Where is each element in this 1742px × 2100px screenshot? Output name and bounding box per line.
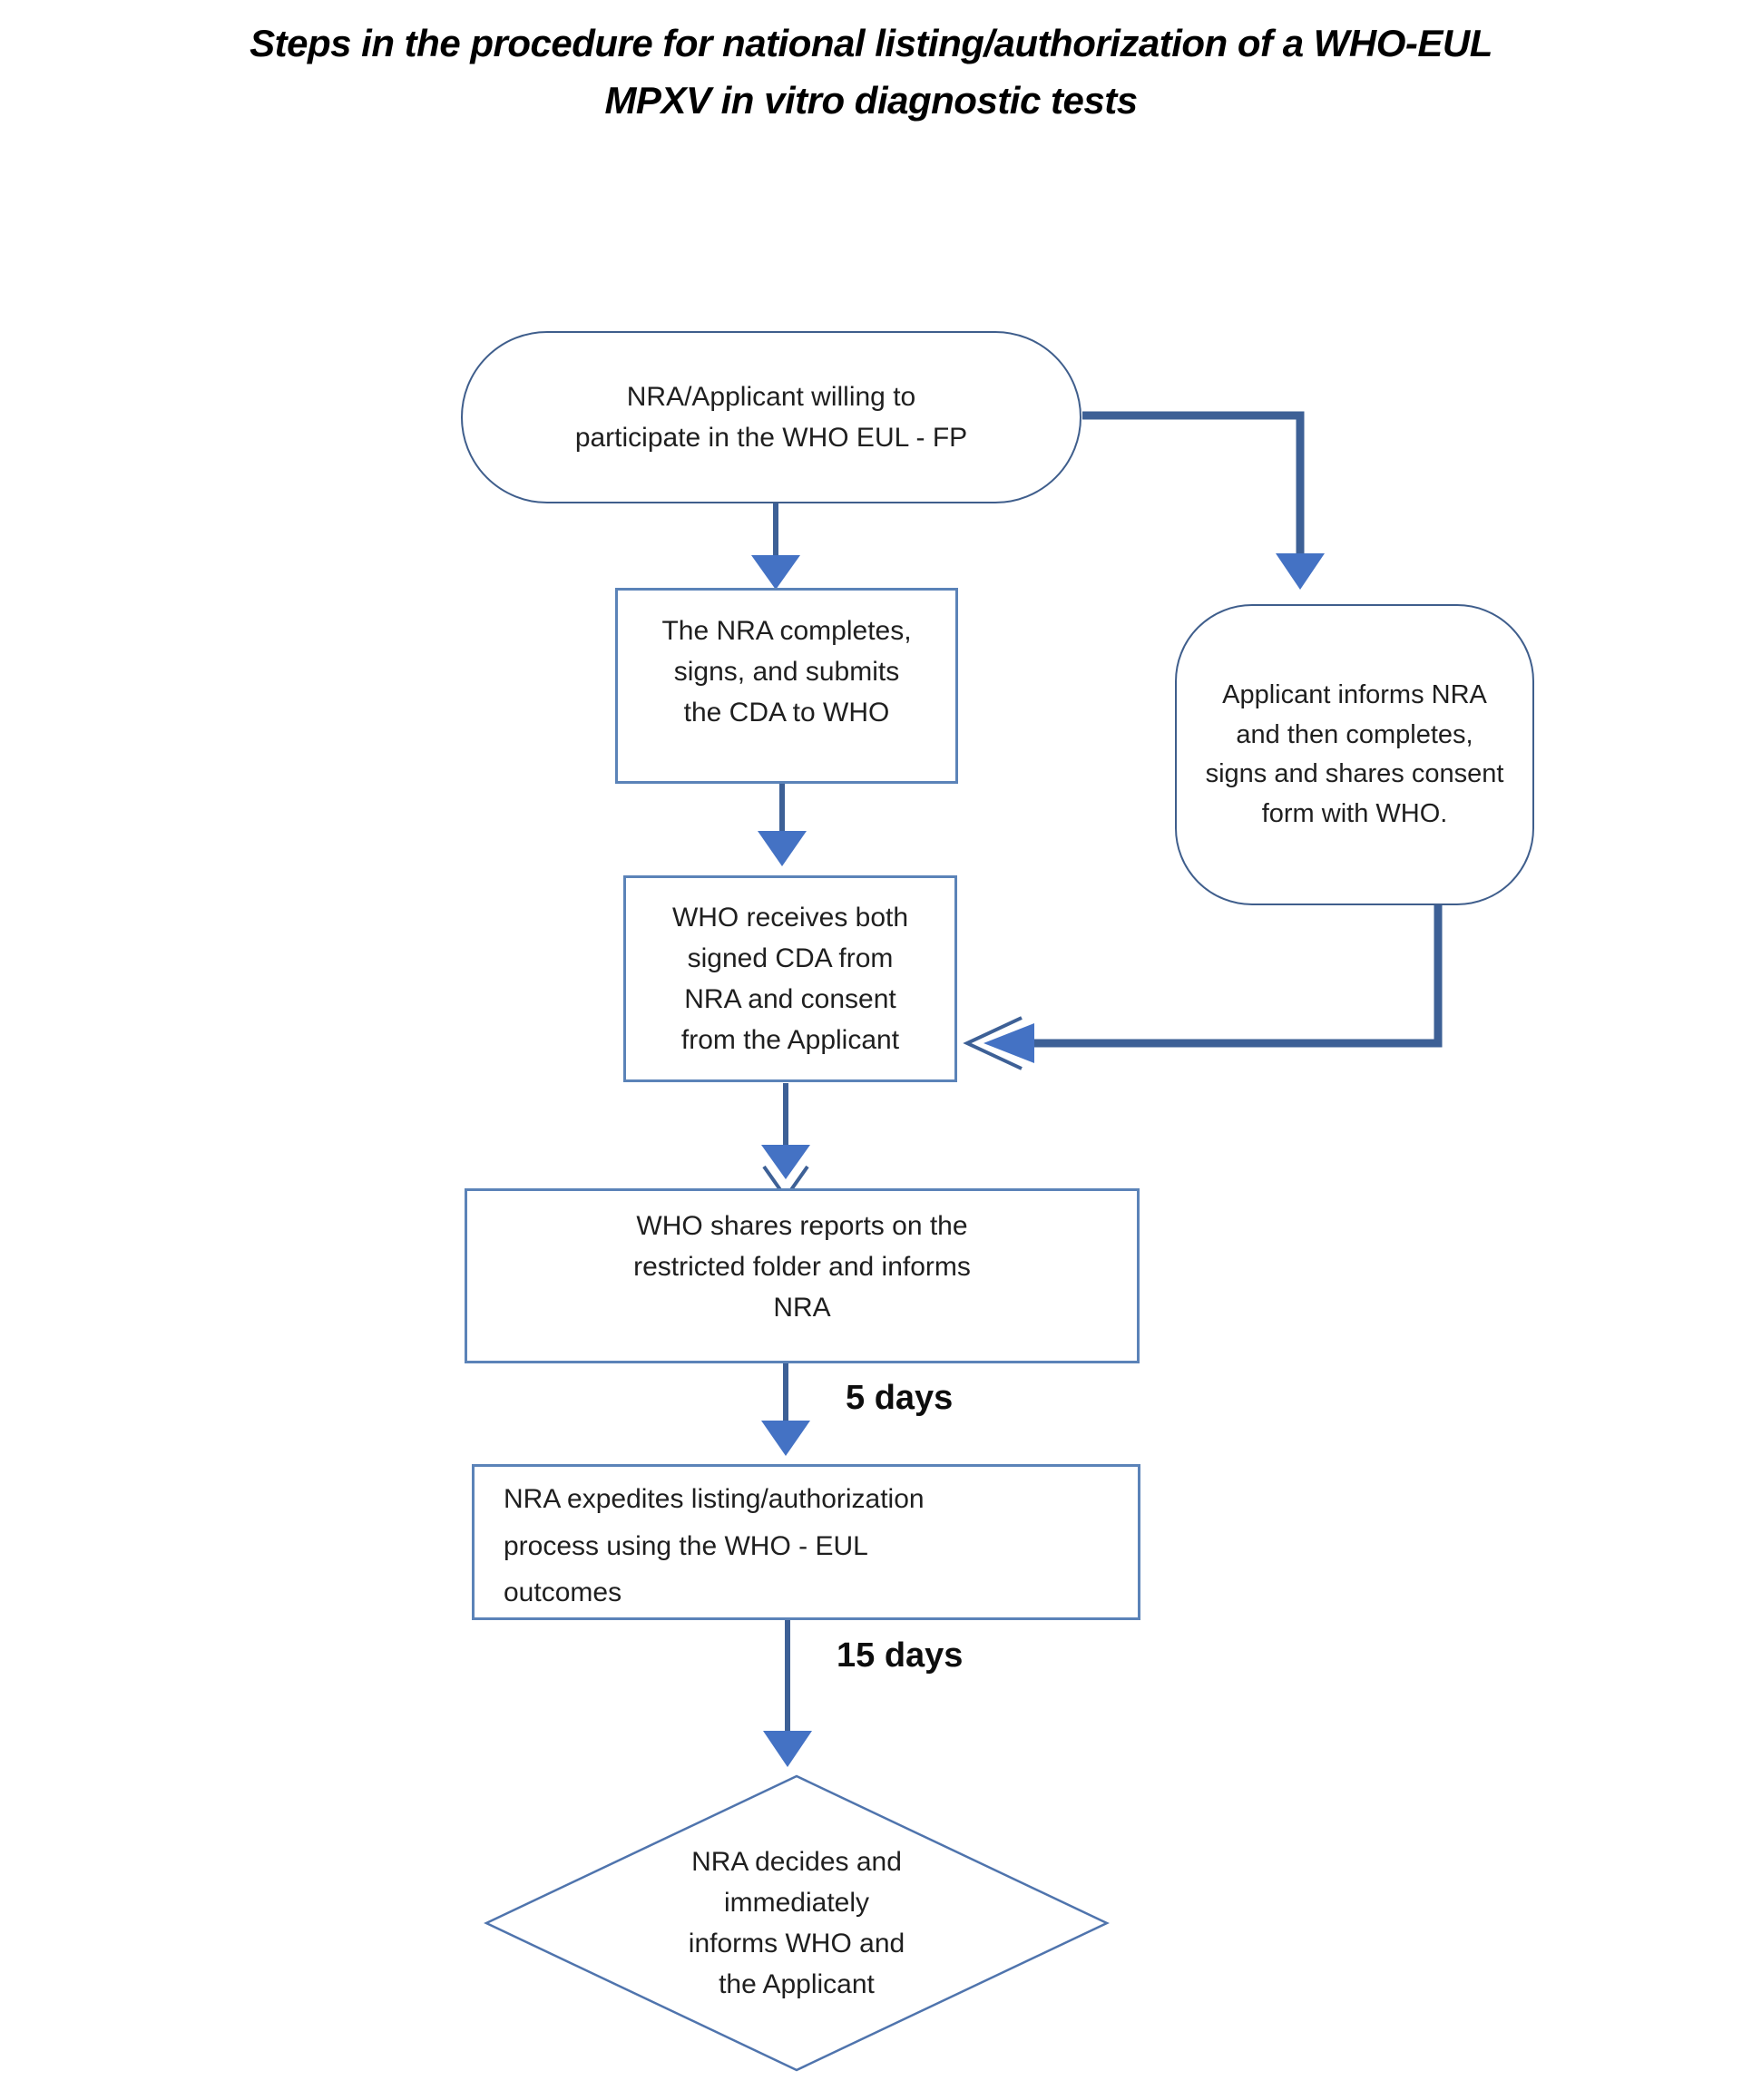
- node-applicant-consent: Applicant informs NRA and then completes…: [1175, 604, 1534, 905]
- node-who-shares-text: WHO shares reports on the restricted fol…: [633, 1211, 971, 1323]
- node-who-receives-text: WHO receives both signed CDA from NRA an…: [671, 903, 909, 1055]
- node-nra-cda-text: The NRA completes, signs, and submits th…: [661, 616, 912, 728]
- node-nra-decides-text: NRA decides and immediately informs WHO …: [688, 1847, 905, 1999]
- arrow-start-to-applicant-consent: [1082, 411, 1325, 590]
- arrow-start-to-nra-cda: [751, 503, 800, 590]
- node-nra-decides: NRA decides and immediately informs WHO …: [595, 1805, 998, 2041]
- arrow-applicant-consent-to-who-receives: [963, 903, 1443, 1070]
- node-nra-cda: The NRA completes, signs, and submits th…: [615, 588, 958, 784]
- node-start: NRA/Applicant willing to participate in …: [461, 331, 1081, 503]
- node-nra-expedites-text: NRA expedites listing/authorization proc…: [504, 1484, 925, 1608]
- label-15-days: 15 days: [837, 1636, 964, 1675]
- page-title: Steps in the procedure for national list…: [250, 22, 1492, 122]
- node-start-text: NRA/Applicant willing to participate in …: [574, 382, 968, 453]
- arrow-who-receives-to-who-shares: [761, 1083, 810, 1201]
- arrow-nra-expedites-to-nra-decides: [763, 1620, 812, 1767]
- arrow-nra-cda-to-who-receives: [758, 784, 807, 866]
- label-5-days: 5 days: [846, 1379, 954, 1417]
- arrow-who-shares-to-nra-expedites: [761, 1363, 810, 1456]
- node-who-shares: WHO shares reports on the restricted fol…: [465, 1188, 1140, 1363]
- node-who-receives: WHO receives both signed CDA from NRA an…: [623, 875, 957, 1082]
- node-applicant-consent-text: Applicant informs NRA and then completes…: [1205, 680, 1504, 828]
- node-nra-expedites: NRA expedites listing/authorization proc…: [472, 1464, 1140, 1620]
